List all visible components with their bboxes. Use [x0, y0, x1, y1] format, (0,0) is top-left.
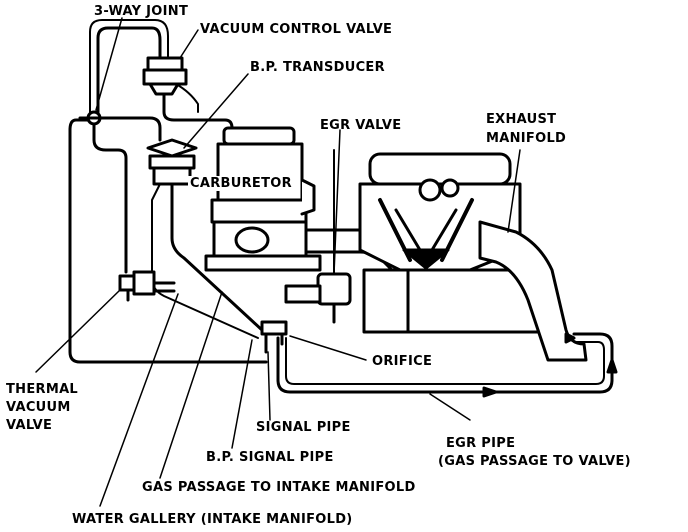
label-water-gallery: WATER GALLERY (INTAKE MANIFOLD)	[72, 512, 353, 527]
label-signal-pipe: SIGNAL PIPE	[256, 420, 351, 435]
egr-pipe	[276, 332, 614, 394]
label-carburetor: CARBURETOR	[188, 176, 294, 191]
leader-signal-pipe	[267, 351, 271, 421]
engine-block	[362, 268, 542, 334]
label-bp-signal-pipe: B.P. SIGNAL PIPE	[206, 450, 334, 465]
leader-bp-signal-pipe	[231, 339, 253, 449]
leader-exhaust-manifold	[507, 149, 521, 233]
label-thermal-3: VALVE	[6, 418, 53, 433]
hose-vcv-to-transducer	[162, 102, 234, 152]
egr-pipe-inner	[285, 337, 605, 385]
leader-vacuum-control-valve	[179, 29, 199, 59]
label-gas-passage: GAS PASSAGE TO INTAKE MANIFOLD	[142, 480, 416, 495]
vacuum-control-valve-body	[142, 56, 188, 106]
hose-left-loop	[68, 118, 268, 364]
label-thermal-1: THERMAL	[6, 382, 79, 397]
orifice-fitting	[260, 320, 288, 354]
label-exhaust-manifold-2: MANIFOLD	[486, 131, 567, 146]
leader-orifice	[289, 335, 367, 361]
leader-egr-valve	[333, 129, 341, 275]
leader-water-gallery	[99, 293, 179, 507]
vacuum-hose-top	[96, 26, 162, 117]
leader-egr-pipe	[429, 393, 471, 421]
label-egr-valve: EGR VALVE	[320, 118, 402, 133]
label-egr-pipe-2: (GAS PASSAGE TO VALVE)	[438, 454, 631, 469]
bp-transducer-body	[146, 138, 198, 202]
hose-vcv-side	[175, 83, 199, 113]
label-thermal-2: VACUUM	[6, 400, 71, 415]
leader-bp-transducer	[183, 73, 249, 149]
leader-gas-passage	[159, 291, 223, 479]
egr-pipe-arrow-1	[482, 386, 498, 398]
egr-valve-body	[284, 149, 352, 324]
carburetor-body	[204, 126, 322, 272]
egr-pipe-arrow-2	[606, 358, 618, 374]
label-egr-pipe-1: EGR PIPE	[446, 436, 516, 451]
label-three-way-joint: 3-WAY JOINT	[94, 4, 189, 19]
label-exhaust-manifold-1: EXHAUST	[486, 112, 557, 127]
label-orifice: ORIFICE	[372, 354, 433, 369]
label-vacuum-control-valve: VACUUM CONTROL VALVE	[200, 22, 393, 37]
vacuum-hose-top-inner	[89, 19, 169, 119]
hose-transducer-down	[170, 198, 264, 332]
egr-pipe-arrow-3	[564, 332, 576, 344]
leader-three-way-joint	[95, 17, 123, 111]
thermal-vacuum-valve-body	[118, 270, 176, 302]
label-bp-transducer: B.P. TRANSDUCER	[250, 60, 385, 75]
leader-thermal-vacuum-valve	[35, 289, 121, 373]
hose-joint-down	[92, 122, 128, 274]
hose-joint-to-transducer	[98, 116, 162, 142]
